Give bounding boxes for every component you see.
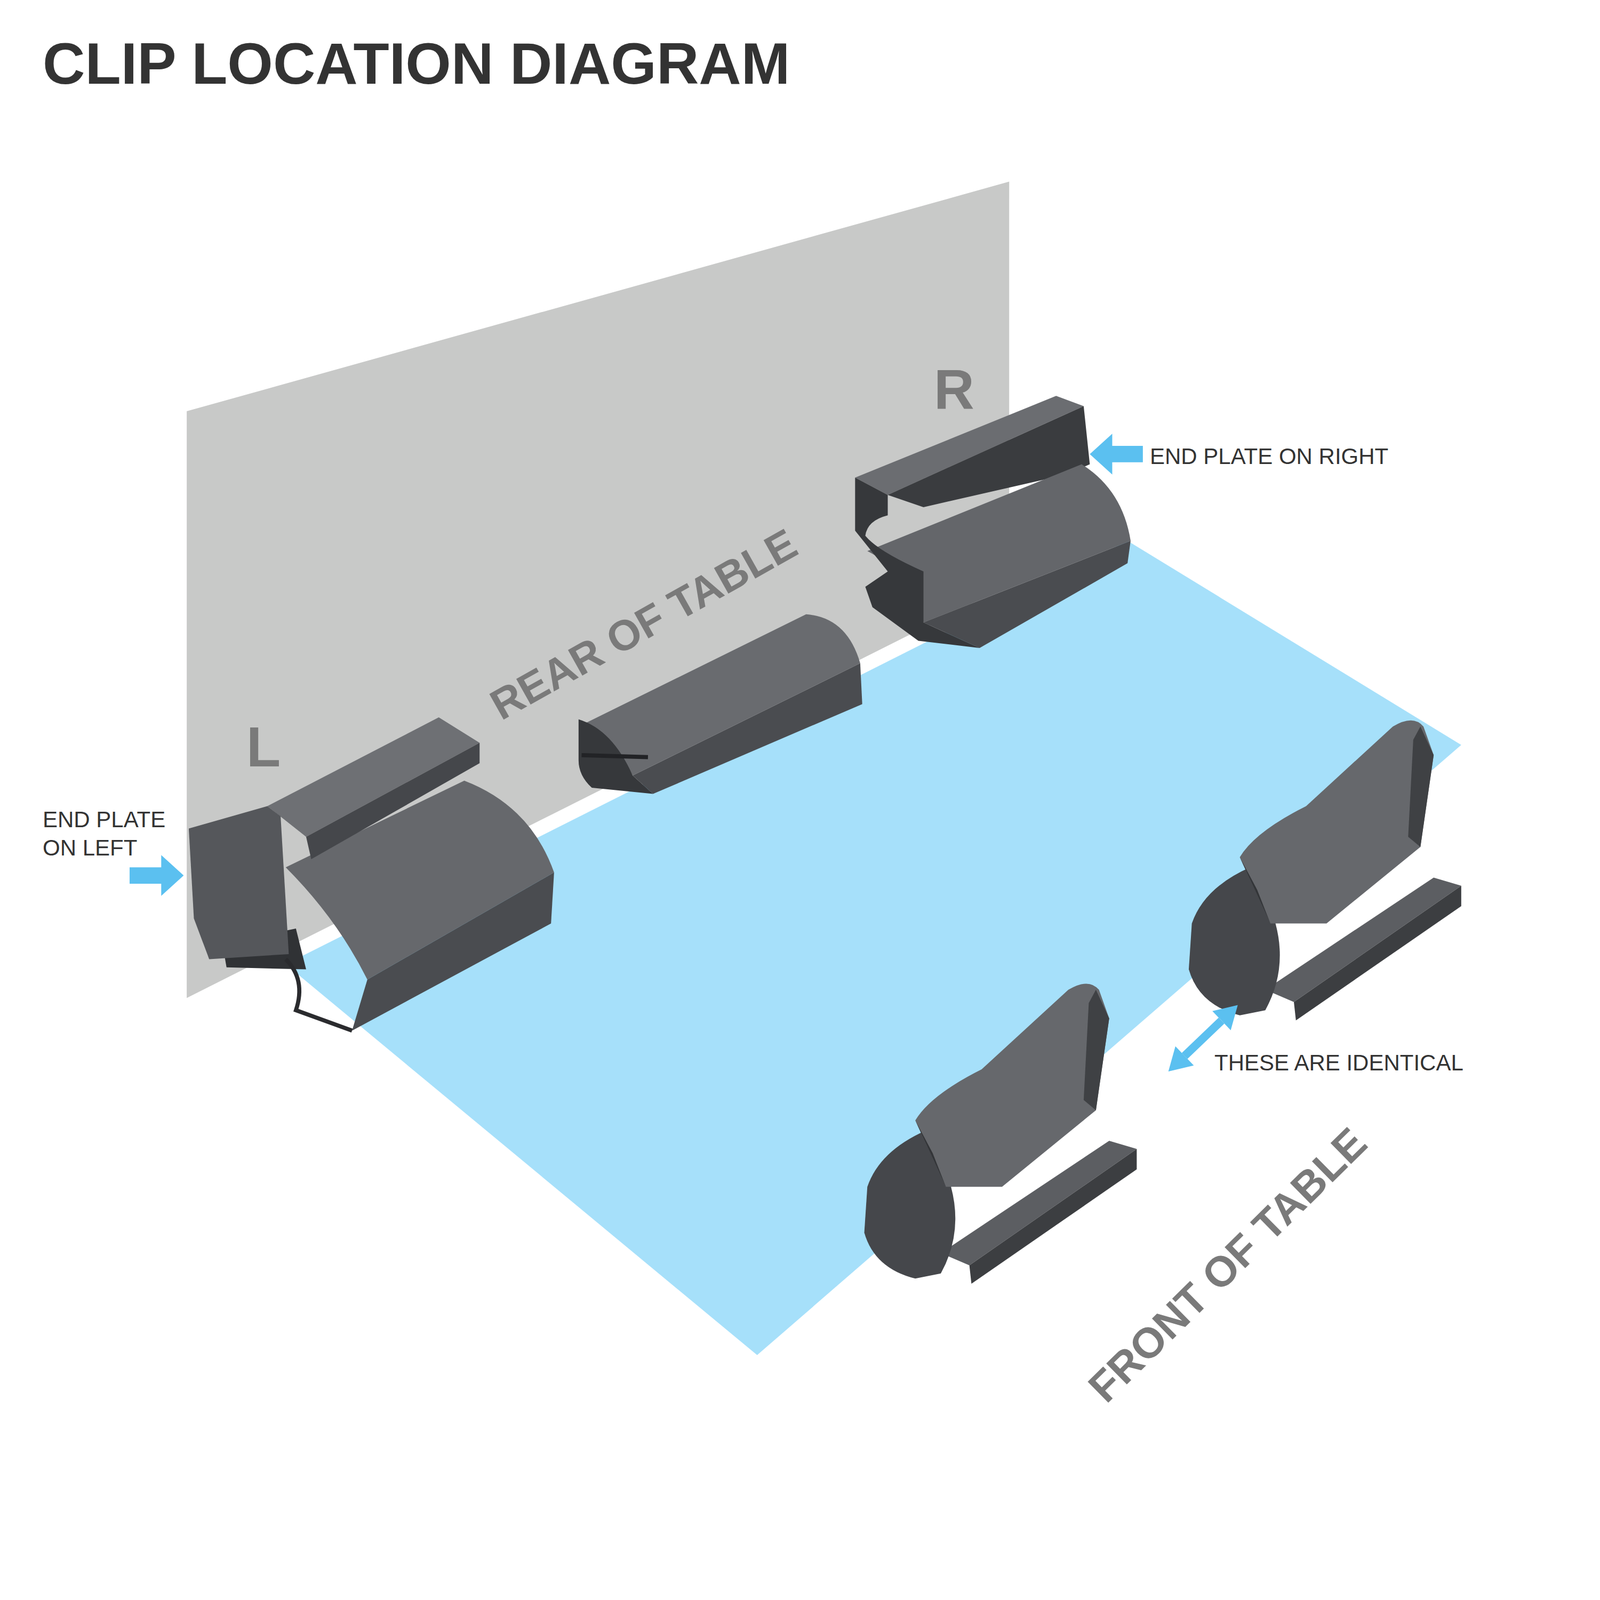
callout-note: END PLATE ON RIGHT	[1149, 442, 1389, 471]
title-anchor: CLIP LOCATION DIAGRAM	[42, 26, 790, 101]
clip-right	[854, 395, 1131, 648]
arrow-head	[1168, 1046, 1195, 1072]
clip-profile	[854, 477, 980, 648]
callout-note: THESE ARE IDENTICAL	[1214, 1049, 1464, 1078]
clip-letter: R	[933, 354, 975, 425]
label-anchor: R	[933, 354, 975, 425]
label-anchor: THESE ARE IDENTICAL	[1214, 1049, 1464, 1078]
clip-rail-face	[306, 742, 480, 860]
label-anchor: END PLATE ON LEFT	[42, 805, 198, 862]
clip-end-plate	[188, 805, 290, 959]
label-anchor: END PLATE ON RIGHT	[1149, 442, 1389, 471]
clip-fold	[285, 958, 352, 1031]
label-anchor: L	[246, 712, 281, 782]
callout-note: END PLATE ON LEFT	[42, 805, 198, 862]
clip-body-face	[632, 663, 862, 795]
clip-slot	[581, 755, 648, 758]
front-clip-right	[1188, 720, 1462, 1021]
diagram-title: CLIP LOCATION DIAGRAM	[42, 26, 790, 101]
clip-body-face	[352, 872, 555, 1031]
pointer-arrow	[129, 854, 184, 896]
front-clip-left	[864, 983, 1138, 1284]
clip-end-face	[578, 719, 654, 795]
arrow-head	[1212, 1005, 1238, 1031]
clip-letter: L	[246, 712, 281, 782]
pointer-arrow	[1089, 433, 1143, 475]
clip-left	[188, 717, 555, 1031]
clip-body-face	[923, 540, 1131, 648]
